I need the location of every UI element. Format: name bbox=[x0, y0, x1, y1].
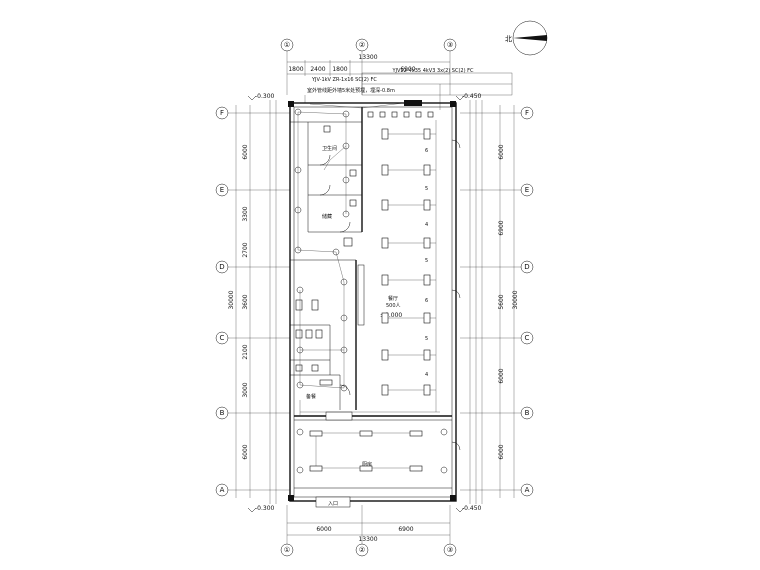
grid-axis-left: F E D C B A 6000 3300 2700 3600 2100 300… bbox=[215, 105, 290, 498]
dim-top-4: 6900 bbox=[400, 66, 415, 73]
level-bottom-right: -0.450 bbox=[462, 505, 482, 512]
dim-right-total: 30000 bbox=[512, 290, 519, 309]
level-top-right: -0.450 bbox=[462, 93, 482, 100]
circuit-label-7: 4 bbox=[425, 372, 428, 378]
level-marks: -0.300 -0.450 -0.300 -0.450 ±0.000 bbox=[247, 93, 482, 513]
grid-label-row-c-right: C bbox=[525, 334, 530, 342]
grid-label-row-a: A bbox=[220, 486, 225, 494]
north-arrow: 北 bbox=[505, 20, 548, 56]
dim-top-2: 2400 bbox=[310, 66, 325, 73]
grid-label-row-f-right: F bbox=[525, 109, 529, 117]
circuit-label-4: 5 bbox=[425, 258, 428, 264]
level-center: ±0.000 bbox=[380, 312, 402, 319]
circuit-labels: 6 5 4 5 6 5 4 bbox=[425, 148, 428, 378]
grid-label-row-f: F bbox=[220, 109, 224, 117]
grid-label-row-d: D bbox=[219, 263, 224, 271]
dim-right-5: 6000 bbox=[498, 444, 505, 459]
room-label-storage: 储藏 bbox=[322, 213, 332, 220]
circuit-label-3: 4 bbox=[425, 222, 428, 228]
note-line-3: 室外管线距外墙5米处预埋，埋深-0.8m bbox=[307, 87, 395, 94]
grid-label-row-b-right: B bbox=[525, 409, 530, 417]
dim-left-1: 6000 bbox=[242, 144, 249, 159]
dim-left-total: 30000 bbox=[228, 290, 235, 309]
grid-axis-right: F E D C B A 6000 6900 5600 6000 6000 300… bbox=[460, 105, 534, 498]
grid-label-row-a-right: A bbox=[525, 486, 530, 494]
grid-label-row-c: C bbox=[220, 334, 225, 342]
room-label-dining-area: 500人 bbox=[386, 303, 401, 309]
cable-notes: YJV22-4x35 4kV3 3x(2) SC(2) FC YJV-1kV Z… bbox=[304, 68, 513, 110]
room-labels: 餐厅 500人 厨房 卫生间 储藏 备餐 bbox=[306, 145, 401, 468]
dimension-top: 1800 2400 1800 6900 13300 bbox=[287, 54, 450, 76]
grid-label-row-e-right: E bbox=[525, 186, 529, 194]
dining-light-fixtures bbox=[367, 100, 437, 396]
level-bottom-left: -0.300 bbox=[255, 505, 275, 512]
grid-axis-bottom: ① ② ③ bbox=[280, 505, 457, 557]
circuit-label-5: 6 bbox=[425, 298, 428, 304]
kitchen-light-fixtures bbox=[296, 428, 448, 474]
dim-top-total: 13300 bbox=[358, 54, 377, 61]
circuit-label-1: 6 bbox=[425, 148, 428, 154]
grid-label-row-b: B bbox=[220, 409, 225, 417]
north-label: 北 bbox=[505, 35, 512, 43]
room-label-meal-room: 备餐 bbox=[306, 393, 316, 400]
dim-left-5: 2100 bbox=[242, 344, 249, 359]
room-label-dining: 餐厅 bbox=[388, 295, 398, 302]
grid-axis-top: ① ② ③ bbox=[280, 38, 457, 95]
circuit-label-6: 5 bbox=[425, 336, 428, 342]
dim-bottom-1: 6000 bbox=[316, 526, 331, 533]
grid-label-col-3: ③ bbox=[447, 41, 453, 49]
grid-label-col-1-bottom: ① bbox=[284, 546, 290, 554]
dim-left-7: 6000 bbox=[242, 444, 249, 459]
dim-left-4: 3600 bbox=[242, 294, 249, 309]
grid-label-row-e: E bbox=[220, 186, 224, 194]
dim-left-2: 3300 bbox=[242, 206, 249, 221]
dim-bottom-2: 6900 bbox=[398, 526, 413, 533]
dim-right-3: 5600 bbox=[498, 294, 505, 309]
dim-left-6: 3000 bbox=[242, 382, 249, 397]
dim-right-1: 6000 bbox=[498, 144, 505, 159]
dimension-bottom: 6000 6900 13300 bbox=[287, 522, 450, 543]
dim-top-3: 1800 bbox=[332, 66, 347, 73]
service-fixtures bbox=[294, 108, 357, 416]
building-walls: 入口 bbox=[269, 100, 483, 508]
room-label-entry: 入口 bbox=[328, 501, 338, 507]
dim-right-4: 6000 bbox=[498, 368, 505, 383]
grid-label-col-2-bottom: ② bbox=[359, 546, 365, 554]
grid-label-row-d-right: D bbox=[524, 263, 529, 271]
circuit-label-2: 5 bbox=[425, 186, 428, 192]
note-line-1: YJV22-4x35 4kV3 3x(2) SC(2) FC bbox=[392, 68, 475, 74]
room-label-kitchen: 厨房 bbox=[362, 461, 372, 468]
dim-bottom-total: 13300 bbox=[358, 536, 377, 543]
grid-label-col-1: ① bbox=[284, 41, 290, 49]
room-label-restroom: 卫生间 bbox=[322, 145, 337, 152]
feeder-wiring bbox=[300, 102, 440, 413]
dim-right-2: 6900 bbox=[498, 220, 505, 235]
grid-label-col-2: ② bbox=[359, 41, 365, 49]
note-line-2: YJV-1kV ZR-1x16 SC(2) FC bbox=[311, 77, 377, 83]
dim-top-1: 1800 bbox=[288, 66, 303, 73]
grid-label-col-3-bottom: ③ bbox=[447, 546, 453, 554]
dim-left-3: 2700 bbox=[242, 242, 249, 257]
level-top-left: -0.300 bbox=[255, 93, 275, 100]
